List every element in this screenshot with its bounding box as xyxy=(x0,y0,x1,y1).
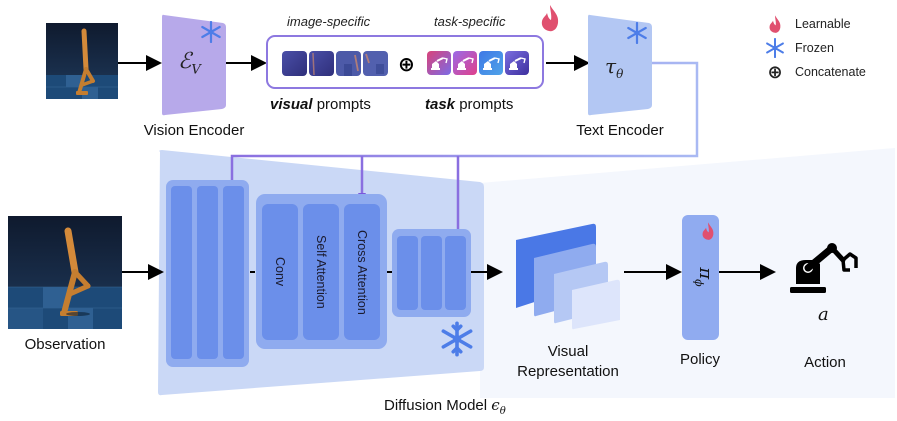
unet-up-block xyxy=(392,229,471,317)
observation-label: Observation xyxy=(24,336,106,353)
policy-symbol: πϕ xyxy=(692,267,716,287)
legend-concatenate: ⊕ Concatenate xyxy=(765,62,865,82)
self-attention-layer: Self Attention xyxy=(303,204,339,340)
task-prompt-1 xyxy=(427,51,451,75)
feature-map-4 xyxy=(572,279,620,330)
snowflake-icon xyxy=(439,320,475,358)
task-prompt-3 xyxy=(479,51,503,75)
action-symbol: a xyxy=(818,304,829,325)
cross-attention-layer: Cross Attention xyxy=(344,204,380,340)
unet-down-block xyxy=(166,180,249,367)
unet-down-layer xyxy=(197,186,218,359)
legend-frozen: Frozen xyxy=(765,37,834,59)
unet-down-layer xyxy=(171,186,192,359)
diffusion-model-label: Diffusion Model ϵθ xyxy=(384,396,506,417)
unet-up-layer xyxy=(421,236,442,310)
conv-layer: Conv xyxy=(262,204,298,340)
task-specific-label: task-specific xyxy=(434,14,506,29)
flame-icon xyxy=(765,14,785,34)
snowflake-icon xyxy=(200,20,222,44)
visual-representation-stack xyxy=(516,223,620,330)
observation-thumbnail-top xyxy=(46,23,118,99)
cross-attention-label: Cross Attention xyxy=(355,229,369,315)
vision-encoder-symbol: ℰV xyxy=(178,49,201,78)
task-prompts xyxy=(427,51,529,75)
visual-representation-label: Visual Representation xyxy=(517,343,619,380)
unet-up-layer xyxy=(397,236,418,310)
self-attention-label: Self Attention xyxy=(314,235,328,309)
task-prompt-4 xyxy=(505,51,529,75)
vision-encoder-label: Vision Encoder xyxy=(143,122,245,139)
snowflake-icon xyxy=(626,21,648,45)
unet-down-layer xyxy=(223,186,244,359)
visual-prompts xyxy=(282,51,388,76)
text-encoder-label: Text Encoder xyxy=(576,122,664,139)
visual-prompt-2 xyxy=(309,51,334,76)
concatenate-icon: ⊕ xyxy=(767,62,783,82)
task-prompt-2 xyxy=(453,51,477,75)
unet-up-layer xyxy=(445,236,466,310)
visual-prompt-1 xyxy=(282,51,307,76)
policy-label: Policy xyxy=(679,351,720,368)
conditioning-line xyxy=(230,61,699,183)
text-encoder-symbol: τθ xyxy=(605,54,624,81)
visual-prompts-label: visual prompts xyxy=(270,96,371,113)
image-specific-label: image-specific xyxy=(287,14,371,29)
observation-image xyxy=(8,216,122,329)
legend-learnable: Learnable xyxy=(765,14,851,34)
action-label: Action xyxy=(804,354,846,371)
flame-icon xyxy=(701,221,715,241)
snowflake-icon xyxy=(765,37,785,59)
task-prompts-label: task prompts xyxy=(425,96,514,113)
concatenate-icon: ⊕ xyxy=(398,54,415,76)
flame-icon xyxy=(540,3,560,33)
robot-arm-icon xyxy=(790,243,858,293)
conv-label: Conv xyxy=(273,257,287,287)
unet-mid-block: Conv Self Attention Cross Attention xyxy=(256,194,387,349)
